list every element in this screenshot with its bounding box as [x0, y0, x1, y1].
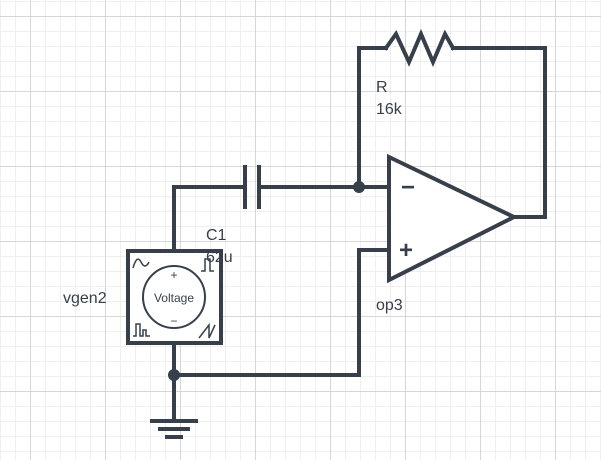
opamp-noninverting-sign: + [399, 237, 413, 264]
source-minus-sign: − [170, 314, 177, 328]
wire-cap-to-source[interactable] [172, 185, 245, 252]
opamp-inverting-sign: − [401, 174, 415, 201]
source-kind-label: Voltage [154, 291, 194, 305]
capacitor-name-label: C1 [206, 227, 227, 244]
opamp-name-label: op3 [376, 297, 403, 314]
resistor-value-label: 16k [376, 101, 403, 118]
junction-dot [353, 181, 365, 193]
square-wave-icon [133, 323, 150, 337]
sawtooth-wave-icon [198, 322, 216, 339]
pulse-wave-icon [201, 258, 214, 272]
wire-ground-to-noninverting[interactable] [172, 248, 391, 377]
voltage-source-vgen2[interactable]: Voltage + − [126, 249, 223, 345]
opamp-op3[interactable]: − + [387, 153, 519, 284]
wire-feedback[interactable] [357, 46, 547, 219]
source-name-label: vgen2 [63, 290, 107, 307]
sine-wave-icon [132, 258, 150, 269]
capacitor-value-label: 62u [206, 249, 233, 266]
ground-symbol[interactable] [150, 419, 198, 439]
resistor-name-label: R [376, 79, 388, 96]
capacitor-c1[interactable] [243, 165, 261, 209]
source-plus-sign: + [170, 268, 177, 282]
resistor-r[interactable] [383, 28, 456, 68]
junction-dot [168, 369, 180, 381]
